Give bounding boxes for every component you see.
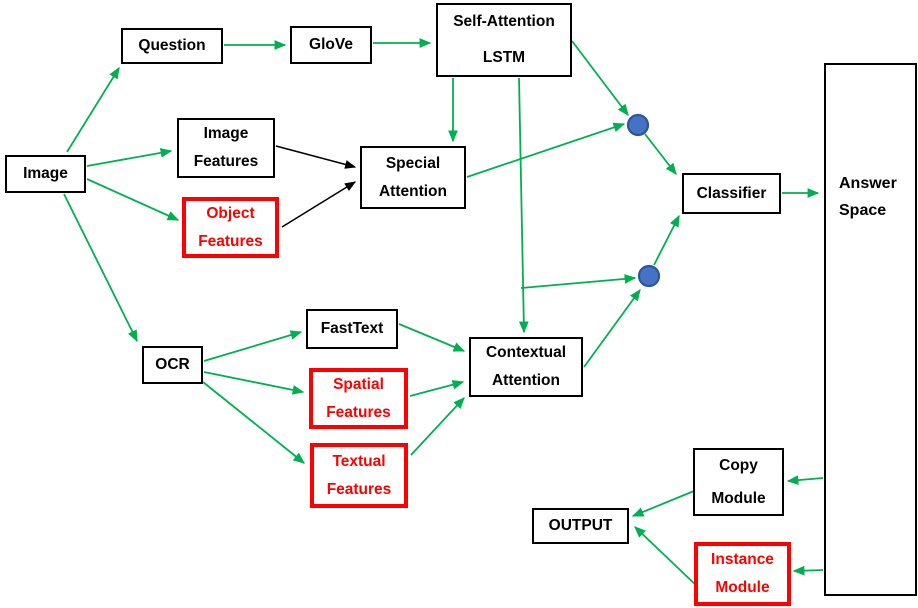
node-object-features: Object Features [182, 197, 279, 258]
node-special-attention: Special Attention [360, 146, 466, 209]
node-copy-module: Copy Module [693, 448, 784, 516]
edge-merge-bottom-to-classifier [653, 214, 680, 266]
node-answer-space: Answer Space [824, 63, 917, 596]
edge-image-to-ocr [63, 193, 138, 343]
node-question: Question [121, 28, 223, 64]
node-spatial-features: Spatial Features [309, 368, 408, 429]
node-ocr: OCR [142, 346, 203, 384]
edge-copy_module-to-output [631, 490, 695, 517]
edge-object_features-to-special_attention [281, 181, 357, 228]
edge-spatial_features-to-contextual_attention [409, 379, 465, 397]
edge-ocr-to-fasttext [203, 330, 303, 362]
node-textual-features: Textual Features [310, 443, 408, 508]
edge-special_attention-to-merge-top [466, 122, 626, 178]
merge-bottom-node [637, 264, 661, 288]
edge-instance_module-to-output [634, 526, 700, 589]
edge-image_features-to-special_attention [275, 145, 357, 169]
node-classifier: Classifier [682, 173, 781, 214]
merge-top-node [626, 113, 650, 137]
node-instance-module: Instance Module [694, 542, 791, 606]
edge-merge-top-to-classifier [644, 133, 677, 175]
edge-image-to-question [66, 66, 120, 153]
edge-contextual_attention-to-merge-bottom [583, 288, 641, 368]
edge-image-to-object_features [86, 178, 180, 221]
edge-answer_space-to-instance_module [792, 565, 824, 576]
node-image: Image [5, 155, 86, 193]
node-glove: GloVe [290, 26, 372, 64]
edge-self_attention_lstm-to-merge-bottom [520, 274, 637, 289]
edge-self_attention_lstm-to-merge-top [571, 40, 629, 117]
node-output: OUTPUT [532, 508, 629, 544]
edge-answer_space-to-copy_module [786, 475, 824, 485]
node-self-attention-lstm: Self-Attention LSTM [436, 3, 572, 77]
edge-self_attention_lstm-to-contextual_attention [518, 77, 529, 334]
edge-ocr-to-textual_features [202, 381, 305, 464]
edge-textual_features-to-contextual_attention [410, 397, 465, 456]
edge-image-to-image_features [86, 148, 173, 167]
node-contextual-attention: Contextual Attention [469, 337, 583, 397]
edge-ocr-to-spatial_features [203, 371, 305, 395]
node-image-features: Image Features [177, 118, 275, 178]
edge-fasttext-to-contextual_attention [398, 323, 466, 352]
node-fasttext: FastText [306, 309, 398, 349]
